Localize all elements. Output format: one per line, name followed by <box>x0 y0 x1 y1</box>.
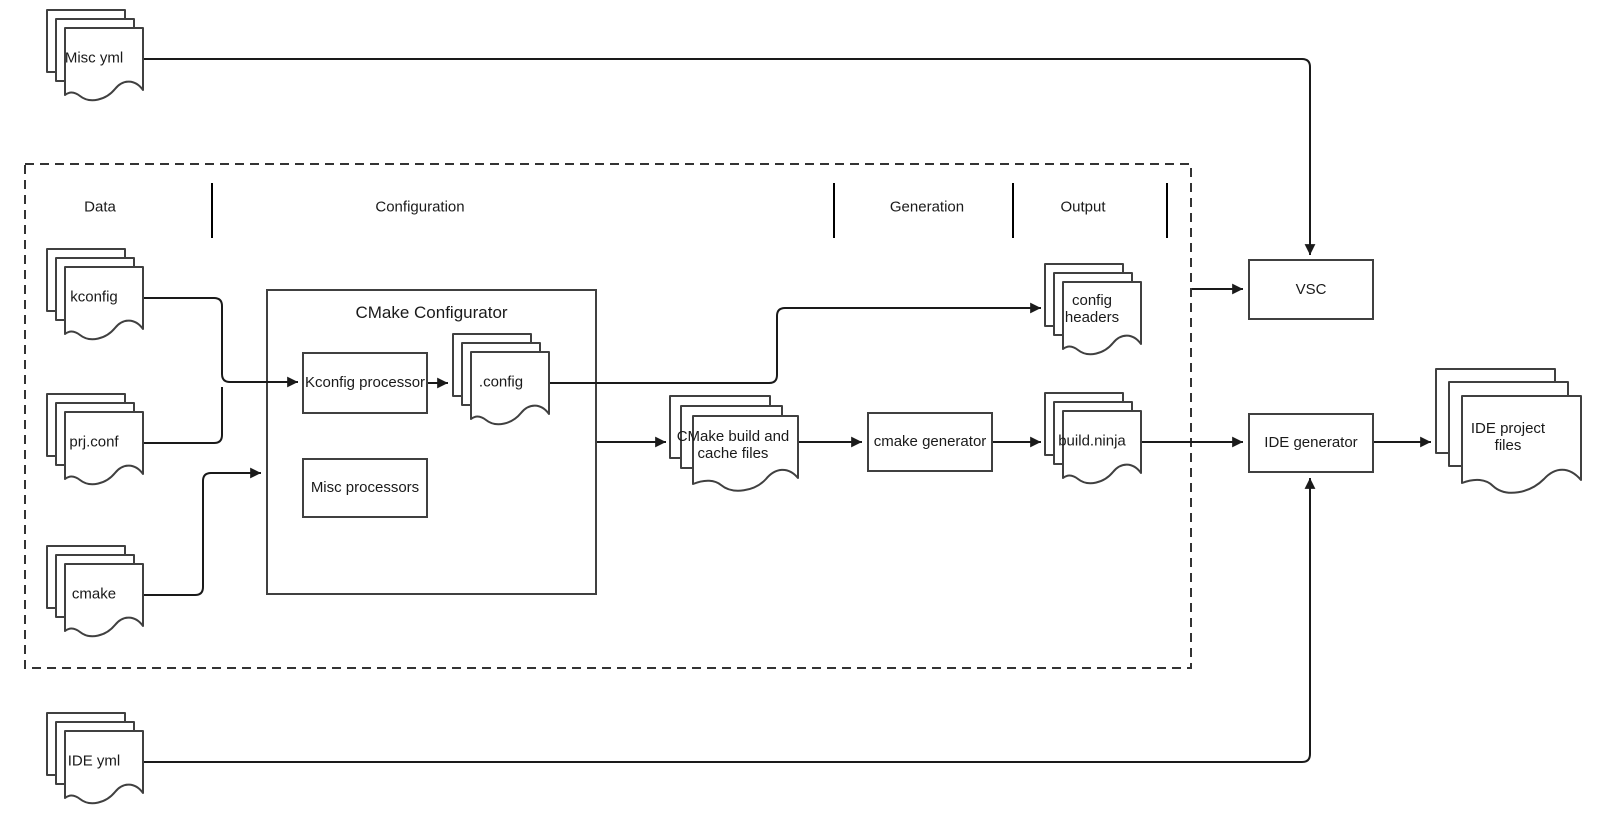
section-label-data: Data <box>84 198 116 216</box>
build-ninja-label: build.ninja <box>1058 432 1126 450</box>
prj-conf-stack <box>46 393 144 486</box>
misc-processors-box: Misc processors <box>302 458 428 518</box>
edge-misc-yml-to-vsc <box>143 58 1316 255</box>
cmake-build-cache-stack <box>669 395 799 492</box>
page-front <box>470 351 550 426</box>
kconfig-stack <box>46 248 144 341</box>
cmake-configurator-title: CMake Configurator <box>355 303 508 322</box>
page-front <box>64 266 144 341</box>
ide-yml-stack <box>46 712 144 805</box>
page-front <box>64 411 144 486</box>
cmake-generator-box: cmake generator <box>867 412 993 472</box>
kconfig-label: kconfig <box>70 288 118 306</box>
config-headers-stack <box>1044 263 1142 356</box>
prj-conf-label: prj.conf <box>69 433 119 451</box>
section-label-generation: Generation <box>889 198 965 216</box>
ide-project-files-label: IDE project files <box>1470 420 1546 454</box>
pipeline-dashed-border <box>24 163 1192 669</box>
section-label-output: Output <box>1060 198 1106 216</box>
edge-ide-yml-to-ide-generator <box>143 478 1316 763</box>
misc-yml-label: Misc yml <box>64 49 124 67</box>
cmake-build-cache-label: CMake build and cache files <box>676 428 790 462</box>
edge-dot-config-to-config-headers <box>549 302 1041 384</box>
dot-config-stack <box>452 333 550 426</box>
section-label-configuration: Configuration <box>375 198 465 216</box>
cmake-stack <box>46 545 144 638</box>
page-front <box>64 563 144 638</box>
ide-yml-label: IDE yml <box>67 752 121 770</box>
build-ninja-stack <box>1044 392 1142 485</box>
cmake-configurator-box <box>266 289 597 595</box>
page-front <box>64 27 144 102</box>
page-front <box>692 415 799 492</box>
edge-kconfig-to-kconfig-processor <box>143 297 298 388</box>
config-headers-label: config headers <box>1064 292 1120 326</box>
edge-cmake-to-cmake-configurator <box>143 467 261 596</box>
kconfig-processor-box: Kconfig processor <box>302 352 428 414</box>
page-front <box>64 730 144 805</box>
page-front <box>1062 281 1142 356</box>
misc-yml-stack <box>46 9 144 102</box>
edge-prj-conf-merge <box>143 387 223 444</box>
page-front <box>1461 395 1582 494</box>
vsc-box: VSC <box>1248 259 1374 320</box>
dot-config-label: .config <box>478 373 524 391</box>
ide-generator-box: IDE generator <box>1248 413 1374 473</box>
cmake-label: cmake <box>71 585 117 603</box>
page-front <box>1062 410 1142 485</box>
ide-project-files-stack <box>1435 368 1582 494</box>
